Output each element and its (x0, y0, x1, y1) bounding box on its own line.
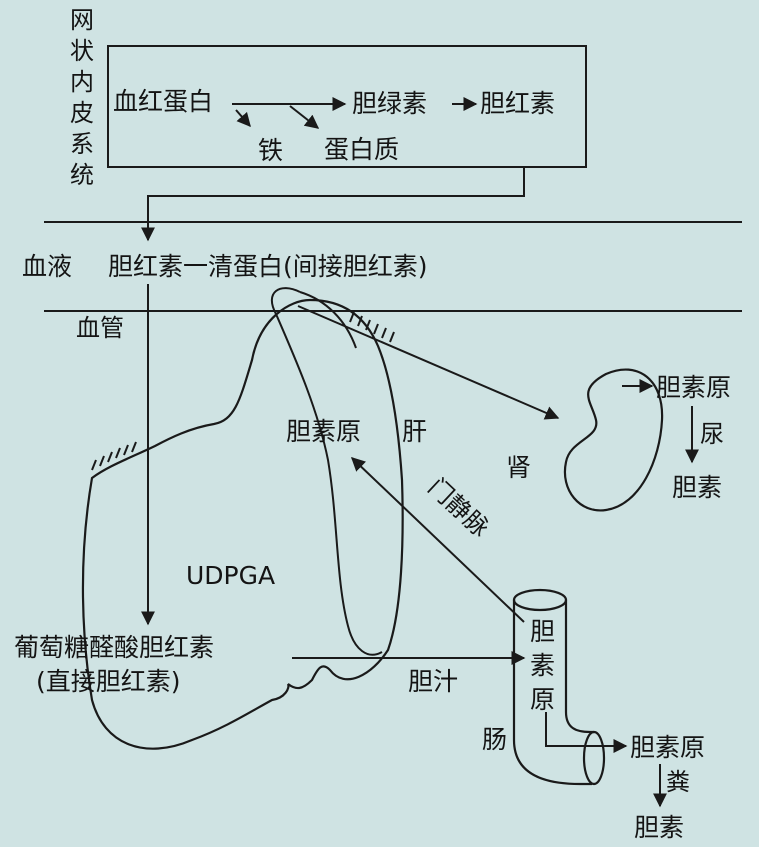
bile-label: 胆汁 (408, 667, 458, 696)
liver-to-kidney-arrow (297, 305, 560, 420)
albumin-bilirubin-label: 胆红素一清蛋白(间接胆红素) (108, 252, 428, 281)
intestine-urobilinogen-char: 胆 (530, 617, 555, 646)
iron-label: 铁 (258, 136, 283, 165)
bilirubin-label: 胆红素 (480, 89, 555, 118)
reticuloendothelial-section: 网 状 内 皮 系 统 血红蛋白 铁 蛋白质 胆绿素 胆红素 (70, 6, 587, 242)
hemoglobin-label: 血红蛋白 (113, 87, 213, 116)
intestine-end-opening (582, 730, 606, 786)
liver-hatch-top (349, 311, 395, 343)
intestine-section: 胆 素 原 肠 胆素原 粪 胆素 (482, 588, 705, 842)
reticuloendothelial-side-label: 网 状 内 皮 系 统 (70, 6, 94, 189)
side-label-char: 状 (70, 37, 94, 65)
liver-hatch-left (91, 441, 137, 471)
feces-label: 粪 (666, 768, 690, 796)
blood-label: 血液 (22, 252, 72, 281)
blood-section: 血液 胆红素一清蛋白(间接胆红素) 血管 (22, 221, 742, 626)
kidney-label: 肾 (506, 453, 531, 482)
intestine-label: 肠 (482, 725, 507, 754)
intestine-to-feces-arrow (545, 712, 628, 753)
intestine-urobilinogen-label: 胆素原 (630, 733, 705, 762)
intestine-urobilinogen-char: 素 (530, 651, 555, 680)
intestine-urobilinogen-char: 原 (530, 685, 555, 714)
kidney-urobilinogen-label: 胆素原 (656, 373, 731, 402)
udpga-label: UDPGA (186, 561, 275, 590)
liver-outline (81, 298, 404, 750)
protein-release-arrow (289, 105, 320, 129)
intestine-urobilin-label: 胆素 (634, 813, 684, 842)
reticuloendothelial-box (107, 45, 587, 168)
liver-urobilinogen-label: 胆素原 (286, 417, 361, 446)
portal-vein-label: 门静脉 (423, 473, 495, 543)
liver-inner-fold (270, 287, 383, 656)
intestine-top-opening (512, 588, 568, 612)
kidney-section: 肾 胆素原 尿 胆素 (506, 368, 731, 512)
portal-vein-label-group: 门静脉 (423, 473, 495, 543)
side-label-char: 系 (70, 130, 94, 158)
direct-bilirubin-label: (直接胆红素) (36, 667, 181, 696)
liver-small-lobe (299, 291, 357, 349)
biliverdin-label: 胆绿素 (352, 89, 427, 118)
liver-section: 胆素原 肝 UDPGA 葡萄糖醛酸胆红素 (直接胆红素) 胆汁 门静脉 (14, 287, 560, 750)
box-to-blood-connector (141, 167, 525, 242)
side-label-char: 统 (70, 161, 94, 189)
liver-label: 肝 (402, 417, 427, 446)
urine-label: 尿 (700, 420, 724, 448)
kidney-outline (563, 368, 664, 512)
intestine-tube (512, 600, 594, 786)
iron-release-arrow (235, 109, 251, 128)
vessel-label: 血管 (76, 314, 124, 342)
kidney-urobilin-label: 胆素 (672, 473, 722, 502)
portal-vein-arrow (350, 457, 525, 623)
conjugated-bilirubin-label: 葡萄糖醛酸胆红素 (14, 633, 214, 662)
side-label-char: 皮 (70, 99, 94, 127)
protein-label: 蛋白质 (324, 135, 399, 164)
side-label-char: 内 (70, 68, 94, 96)
side-label-char: 网 (70, 6, 94, 34)
